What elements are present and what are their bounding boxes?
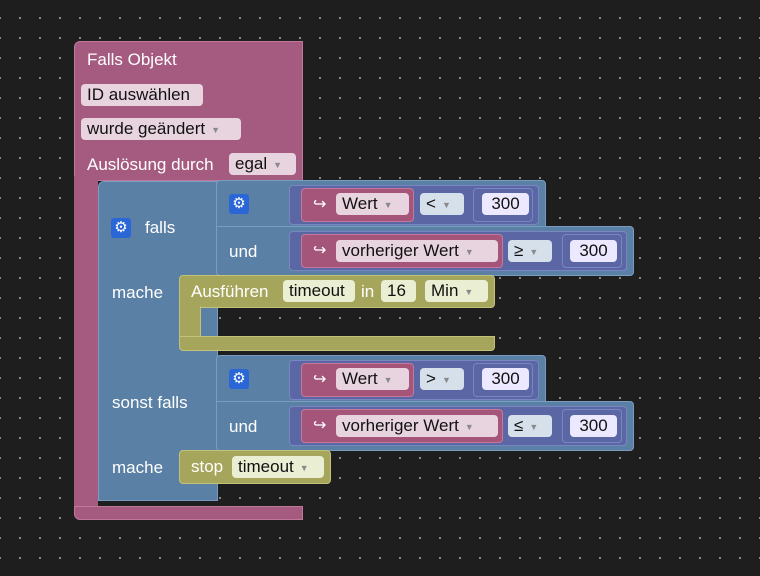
operator-dropdown[interactable]: ≤▼ [508, 415, 552, 437]
and-label: und [229, 417, 258, 436]
timeout-name-field[interactable]: timeout [283, 280, 355, 302]
operator-dropdown-label: < [426, 194, 436, 213]
chevron-down-icon: ▼ [529, 421, 539, 432]
trigger-dropdown-label: egal [235, 154, 268, 173]
chevron-down-icon: ▼ [299, 462, 309, 473]
stop-timeout-dropdown[interactable]: timeout ▼ [232, 456, 324, 478]
chevron-down-icon: ▼ [211, 124, 221, 135]
operator-dropdown[interactable]: ≥▼ [508, 240, 552, 262]
number-field[interactable]: 300 [482, 193, 529, 215]
variable-arrow-icon: ↪ [313, 371, 327, 388]
variable-dropdown[interactable]: Wert ▼ [336, 193, 409, 215]
stop-label: stop [191, 457, 224, 476]
variable-dropdown-label: vorheriger Wert [342, 241, 459, 260]
operator-dropdown-label: ≥ [514, 241, 524, 260]
timeout-label: Ausführen [191, 282, 269, 301]
chevron-down-icon: ▼ [441, 374, 451, 385]
if-label: falls [145, 218, 176, 237]
timeout-block-footer [179, 336, 495, 351]
and-mutator-gear-icon[interactable]: ⚙ [229, 369, 249, 389]
chevron-down-icon: ▼ [441, 199, 451, 210]
operator-dropdown[interactable]: >▼ [420, 368, 464, 390]
in-label: in [361, 282, 375, 301]
event-title: Falls Objekt [87, 50, 177, 69]
and-label: und [229, 242, 258, 261]
number-field[interactable]: 300 [482, 368, 529, 390]
chevron-down-icon: ▼ [383, 199, 393, 210]
do2-label: mache [112, 458, 164, 477]
variable-dropdown-label: Wert [342, 369, 378, 388]
event-block-spine [74, 176, 98, 510]
and-mutator-gear-icon[interactable]: ⚙ [229, 194, 249, 214]
variable-dropdown[interactable]: vorheriger Wert ▼ [336, 415, 498, 437]
timeout-unit-label: Min [431, 281, 459, 300]
variable-dropdown[interactable]: Wert ▼ [336, 368, 409, 390]
do-label: mache [112, 283, 164, 302]
variable-dropdown-label: vorheriger Wert [342, 416, 459, 435]
operator-dropdown[interactable]: <▼ [420, 193, 464, 215]
variable-arrow-icon: ↪ [313, 242, 327, 259]
chevron-down-icon: ▼ [464, 421, 474, 432]
chevron-down-icon: ▼ [464, 286, 474, 297]
chevron-down-icon: ▼ [464, 246, 474, 257]
trigger-dropdown[interactable]: egal ▼ [229, 153, 296, 175]
elseif-label: sonst falls [112, 393, 188, 412]
change-dropdown[interactable]: wurde geändert ▼ [81, 118, 241, 140]
chevron-down-icon: ▼ [529, 246, 539, 257]
number-field[interactable]: 300 [570, 415, 617, 437]
variable-arrow-icon: ↪ [313, 417, 327, 434]
variable-arrow-icon: ↪ [313, 196, 327, 213]
operator-dropdown-label: ≤ [514, 416, 524, 435]
timeout-block-side [179, 306, 201, 338]
chevron-down-icon: ▼ [273, 159, 283, 170]
object-id-field[interactable]: ID auswählen [81, 84, 203, 106]
chevron-down-icon: ▼ [383, 374, 393, 385]
event-block-footer[interactable] [74, 506, 303, 520]
stop-timeout-label: timeout [238, 457, 294, 476]
operator-dropdown-label: > [426, 369, 436, 388]
change-dropdown-label: wurde geändert [87, 119, 206, 138]
if-mutator-gear-icon[interactable]: ⚙ [111, 218, 131, 238]
variable-dropdown[interactable]: vorheriger Wert ▼ [336, 240, 498, 262]
variable-dropdown-label: Wert [342, 194, 378, 213]
trigger-label: Auslösung durch [87, 155, 214, 174]
timeout-unit-dropdown[interactable]: Min ▼ [425, 280, 488, 302]
number-field[interactable]: 300 [570, 240, 617, 262]
timeout-value-field[interactable]: 16 [381, 280, 416, 302]
